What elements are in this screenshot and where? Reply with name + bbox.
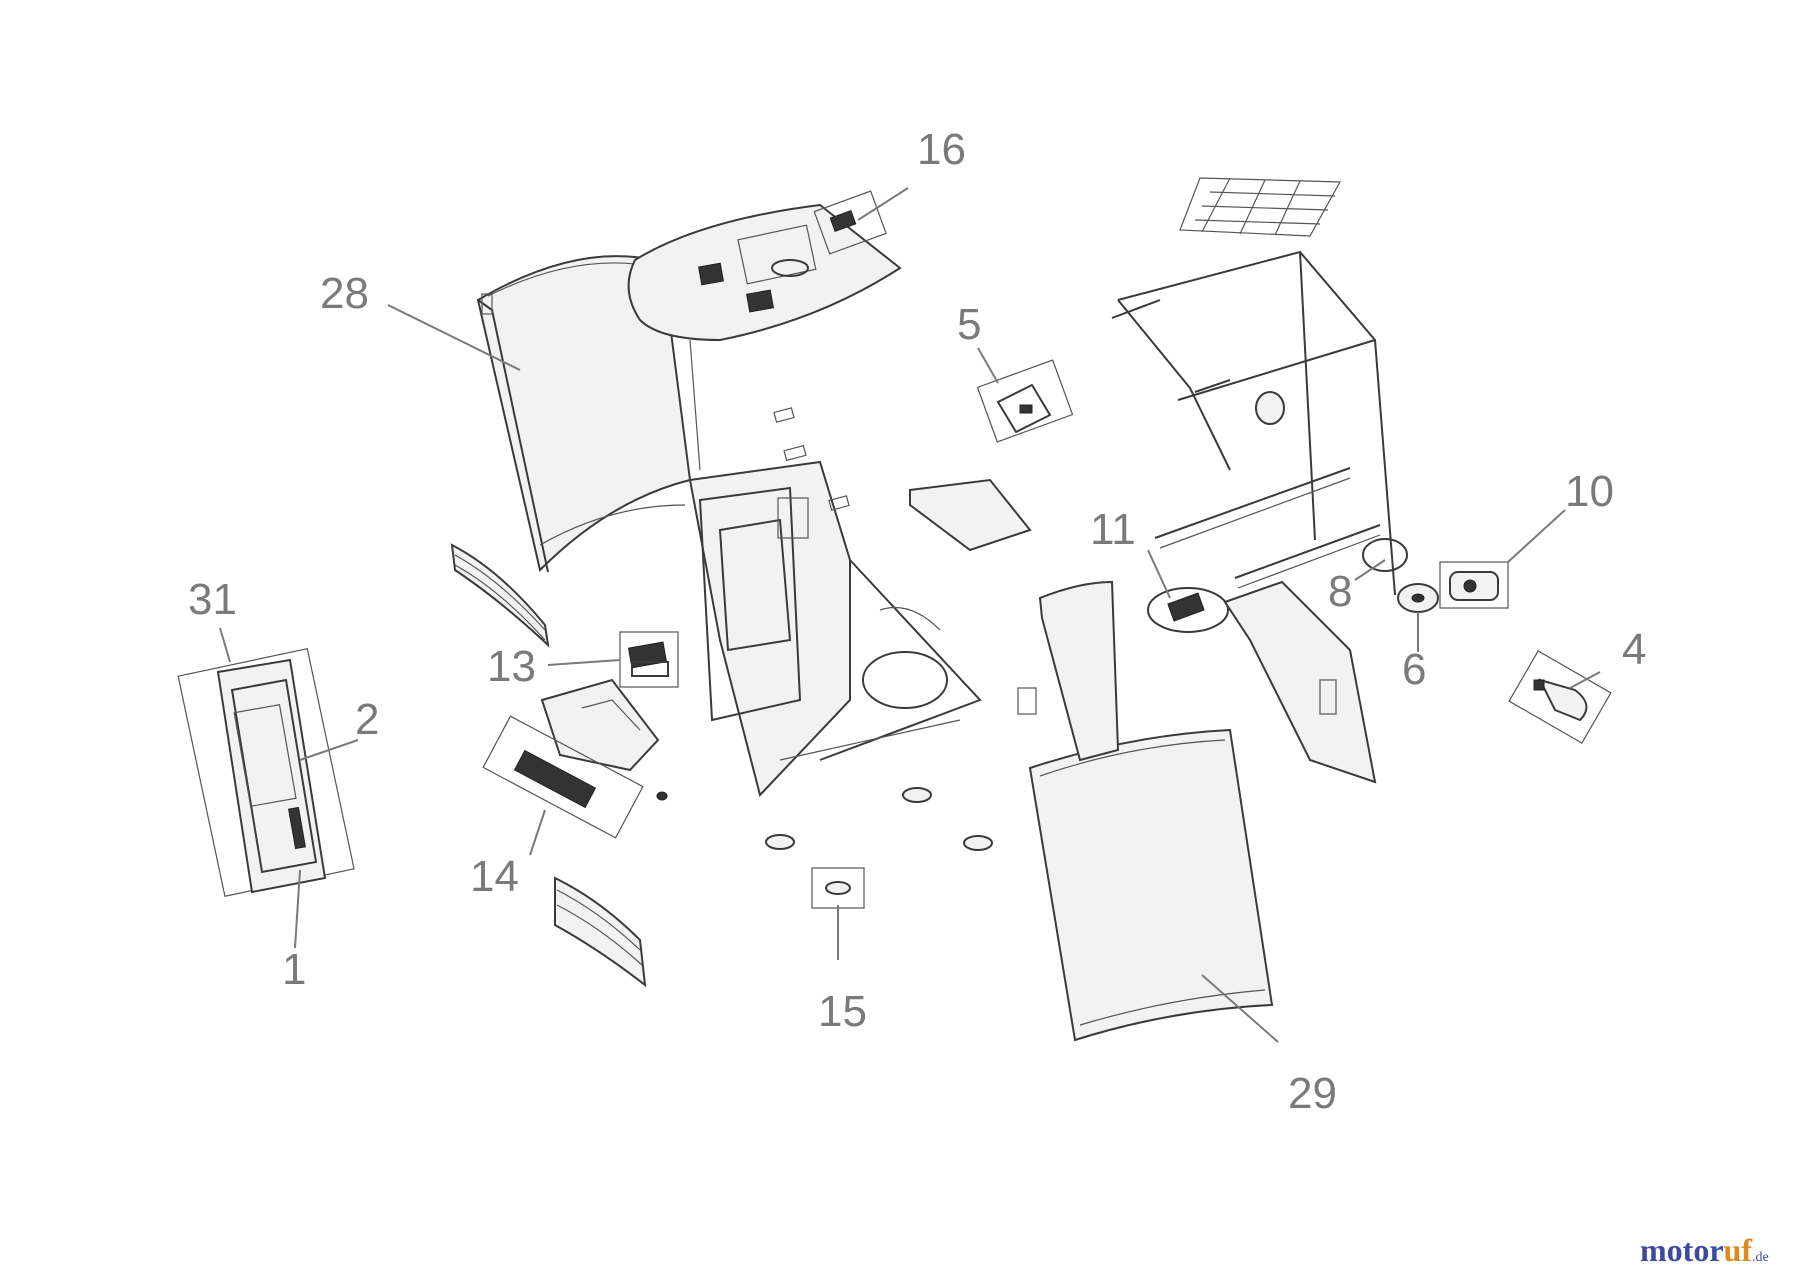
part-label-11: 11 (1090, 505, 1136, 554)
part-label-6: 6 (1402, 645, 1427, 694)
tray (909, 478, 1032, 552)
logo-domain: .de (1751, 1250, 1769, 1265)
part-label-2: 2 (355, 695, 380, 744)
part-label-15: 15 (818, 987, 867, 1036)
part-label-1: 1 (282, 945, 307, 994)
logo-accent: uf (1723, 1232, 1752, 1268)
part-label-16: 16 (917, 125, 966, 174)
part-6-component (1397, 583, 1439, 613)
part-label-28: 28 (320, 269, 369, 318)
part-label-8: 8 (1328, 567, 1353, 616)
part-4-component (1508, 650, 1612, 744)
part-label-4: 4 (1622, 625, 1647, 674)
part-label-13: 13 (487, 642, 536, 691)
part-label-10: 10 (1565, 467, 1614, 516)
part-label-5: 5 (957, 300, 982, 349)
part-8-component (1362, 538, 1408, 572)
part-31-door (177, 648, 355, 897)
part-5-bracket (976, 359, 1074, 443)
part-10-component (1439, 561, 1509, 609)
part-14-component (482, 715, 644, 839)
central-body (688, 407, 982, 797)
part-label-14: 14 (470, 852, 519, 901)
part-29-front-panel (1028, 728, 1274, 1042)
part-13-component (619, 631, 679, 688)
part-label-29: 29 (1288, 1069, 1337, 1118)
front-upper-panel (1017, 580, 1120, 762)
motoruf-logo: motoruf.de (1640, 1232, 1769, 1269)
feet (656, 787, 993, 909)
rear-frame (1111, 177, 1396, 596)
part-11-component (1147, 587, 1229, 633)
side-grilles (450, 543, 647, 988)
right-side-panel (1223, 580, 1377, 784)
part-16-top-cover (627, 190, 902, 471)
part-label-31: 31 (188, 575, 237, 624)
ash-pan (540, 678, 660, 772)
part-28-back-panel (476, 255, 692, 573)
logo-main: motor (1640, 1232, 1724, 1268)
leader-lines (219, 187, 1601, 1043)
